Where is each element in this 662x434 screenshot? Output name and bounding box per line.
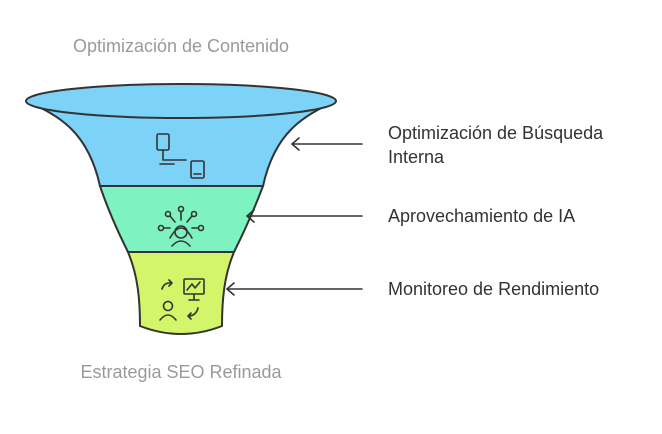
funnel-stage-3 [126, 251, 236, 335]
stage-1-label-line2: Interna [388, 147, 445, 167]
stage-3-label: Monitoreo de Rendimiento [388, 279, 600, 299]
ai-person-network-icon [157, 205, 205, 247]
stage-1-label: Optimización de Búsqueda Interna [388, 121, 603, 169]
funnel-bottom-title: Estrategia SEO Refinada [80, 362, 282, 382]
connector-2 [246, 209, 363, 223]
funnel-top-title: Optimización de Contenido [72, 36, 290, 56]
connector-1 [291, 137, 363, 151]
devices-icon [156, 133, 205, 179]
stage-1-label-line1: Optimización de Búsqueda [388, 123, 604, 143]
performance-monitor-icon [159, 278, 205, 321]
funnel-top-rim [25, 83, 337, 119]
stage-2-label: Aprovechamiento de IA [388, 206, 576, 226]
connector-3 [226, 282, 363, 296]
